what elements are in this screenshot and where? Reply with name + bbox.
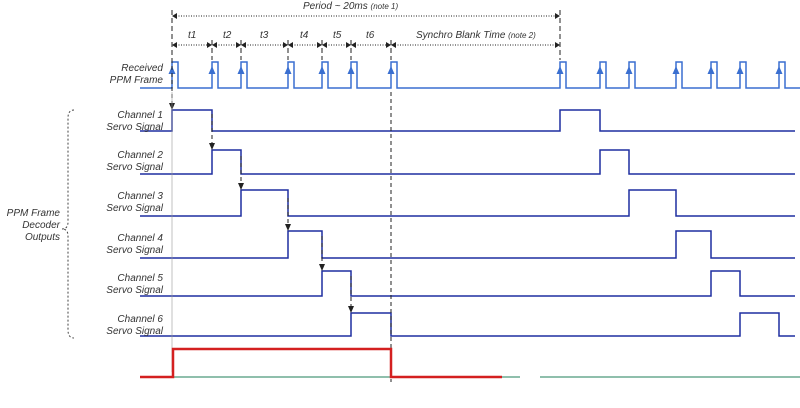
pulse-arrow-icon <box>736 66 744 74</box>
interval-t4: t4 <box>300 30 309 41</box>
pulse-arrow-icon <box>347 66 355 74</box>
arrowhead-icon <box>209 143 215 150</box>
pulse-arrow-icon <box>707 66 715 74</box>
channel-6-signal <box>140 312 795 337</box>
blank-time-label: Synchro Blank Time (note 2) <box>416 30 536 41</box>
red-frame-signal <box>140 347 502 379</box>
interval-t6: t6 <box>366 30 375 41</box>
channel-5-signal <box>140 270 795 297</box>
pulse-arrow-icon <box>625 66 633 74</box>
interval-t1: t1 <box>188 30 197 41</box>
pulse-arrow-icon <box>672 66 680 74</box>
interval-t3: t3 <box>260 30 269 41</box>
pulse-arrow-icon <box>775 66 783 74</box>
arrowhead-icon <box>285 224 291 231</box>
interval-t5: t5 <box>333 30 342 41</box>
channel-1-signal <box>140 109 795 132</box>
arrowhead-icon <box>348 306 354 313</box>
period-label: Period ~ 20ms (note 1) <box>303 1 399 12</box>
ppm-frame-signal <box>140 61 800 89</box>
interval-t2: t2 <box>223 30 232 41</box>
pulse-arrow-icon <box>208 66 216 74</box>
channel-4-signal <box>140 230 795 259</box>
channel-3-signal <box>140 189 795 217</box>
pulse-arrow-icon <box>284 66 292 74</box>
arrowhead-icon <box>238 183 244 190</box>
pulse-arrow-icon <box>237 66 245 74</box>
pulse-arrow-icon <box>556 66 564 74</box>
pulse-arrow-icon <box>596 66 604 74</box>
arrowhead-icon <box>319 264 325 271</box>
pulse-arrow-icon <box>387 66 395 74</box>
channel-2-signal <box>140 149 795 175</box>
pulse-arrow-icon <box>318 66 326 74</box>
arrowhead-icon <box>241 42 288 48</box>
brace-icon <box>61 109 75 339</box>
